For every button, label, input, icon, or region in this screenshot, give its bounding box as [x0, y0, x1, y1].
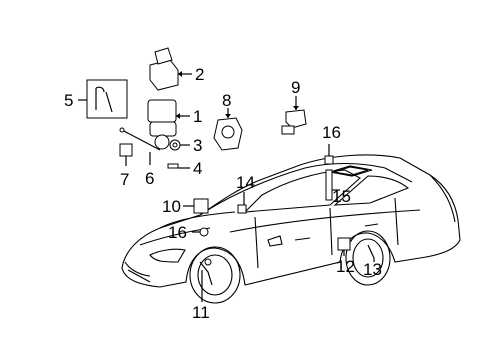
rear-sensor-part — [337, 237, 351, 256]
callout-7: 7 — [120, 170, 129, 189]
rear-link-part — [367, 244, 375, 262]
callout-11: 11 — [192, 303, 210, 322]
tool-kit-part — [78, 79, 128, 119]
callout-16-rear: 16 — [322, 123, 341, 142]
callout-3: 3 — [193, 136, 202, 155]
valve-part — [281, 96, 307, 135]
clip-part — [237, 192, 247, 214]
callout-5: 5 — [64, 91, 73, 110]
callout-12: 12 — [336, 257, 355, 276]
pump-assembly-part — [147, 99, 190, 150]
callout-9: 9 — [291, 78, 300, 97]
vehicle-illustration — [121, 154, 461, 304]
front-link-part — [199, 258, 213, 302]
sensor-part — [183, 198, 209, 214]
block-part — [119, 143, 133, 166]
callout-6: 6 — [145, 169, 154, 188]
nut-part — [169, 139, 190, 151]
mount-part-front — [192, 227, 209, 237]
callout-8: 8 — [222, 91, 231, 110]
callout-2: 2 — [195, 65, 204, 84]
rod-part — [119, 127, 161, 165]
mount-part-rear — [324, 144, 334, 165]
bolt-part — [167, 163, 190, 169]
callout-15: 15 — [332, 187, 351, 206]
callout-10: 10 — [162, 197, 181, 216]
rear-strut-part — [325, 169, 340, 201]
callout-16-front: 16 — [168, 223, 187, 242]
bracket-part — [149, 47, 192, 91]
compressor-part — [213, 108, 243, 151]
callout-13: 13 — [363, 260, 382, 279]
callout-1: 1 — [193, 107, 202, 126]
callout-4: 4 — [193, 159, 202, 178]
callout-14: 14 — [236, 173, 255, 192]
